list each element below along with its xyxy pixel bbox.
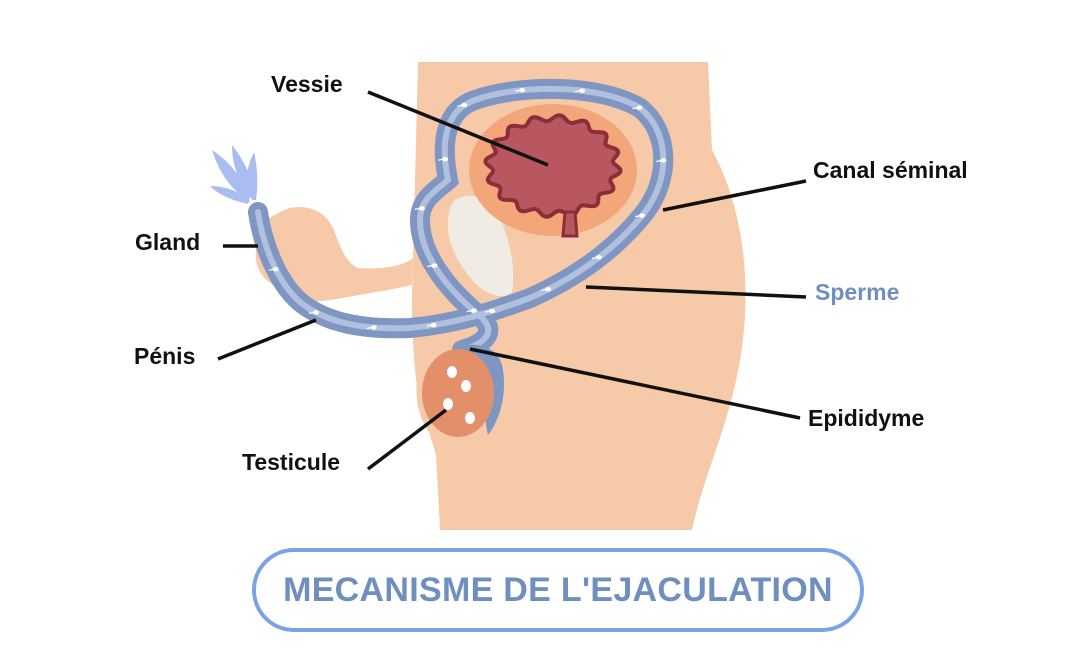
sperm-cell bbox=[514, 88, 526, 93]
sperm-cell bbox=[268, 267, 279, 272]
bladder-lumen bbox=[483, 113, 623, 219]
sperm-cell bbox=[308, 310, 319, 315]
bladder bbox=[469, 104, 637, 238]
label-testicule: Testicule bbox=[242, 449, 340, 475]
leader-sperme bbox=[585, 285, 807, 299]
sperm-cells-testicle bbox=[443, 366, 475, 424]
label-gland: Gland bbox=[135, 229, 200, 255]
label-vessie: Vessie bbox=[271, 71, 343, 97]
leader-canal-seminal bbox=[662, 179, 807, 212]
sperm-cell bbox=[457, 103, 468, 108]
leader-vessie bbox=[367, 90, 549, 167]
sperm-cell bbox=[427, 263, 438, 268]
leader-lines bbox=[217, 90, 807, 471]
ejaculation-spray-icon bbox=[210, 145, 258, 204]
prostate bbox=[447, 195, 514, 297]
sperm-cell bbox=[466, 308, 477, 313]
diagram-title: MECANISME DE L'EJACULATION bbox=[283, 570, 833, 609]
sperm-cell bbox=[541, 287, 552, 292]
sperm-cell bbox=[632, 105, 643, 110]
leader-penis bbox=[217, 318, 317, 361]
leader-testicule bbox=[366, 408, 448, 471]
sperm-cells-duct bbox=[268, 88, 667, 330]
label-canal-seminal: Canal séminal bbox=[813, 157, 968, 183]
sperm-cell bbox=[437, 157, 449, 162]
label-sperme: Sperme bbox=[815, 279, 899, 305]
sperm-cell bbox=[426, 322, 437, 328]
leader-epididyme bbox=[469, 347, 801, 420]
sperm-cell bbox=[574, 88, 586, 93]
title-banner: MECANISME DE L'EJACULATION bbox=[252, 548, 864, 632]
label-epididyme: Epididyme bbox=[808, 405, 924, 431]
sperm-cell bbox=[656, 158, 667, 163]
sperm-cell bbox=[634, 213, 646, 218]
sperm-cell bbox=[414, 206, 425, 211]
sperm-cell bbox=[366, 325, 377, 330]
bladder-neck bbox=[561, 210, 579, 238]
sperm-cell bbox=[591, 255, 602, 260]
label-penis: Pénis bbox=[134, 343, 195, 369]
sperm-cell bbox=[485, 308, 496, 314]
